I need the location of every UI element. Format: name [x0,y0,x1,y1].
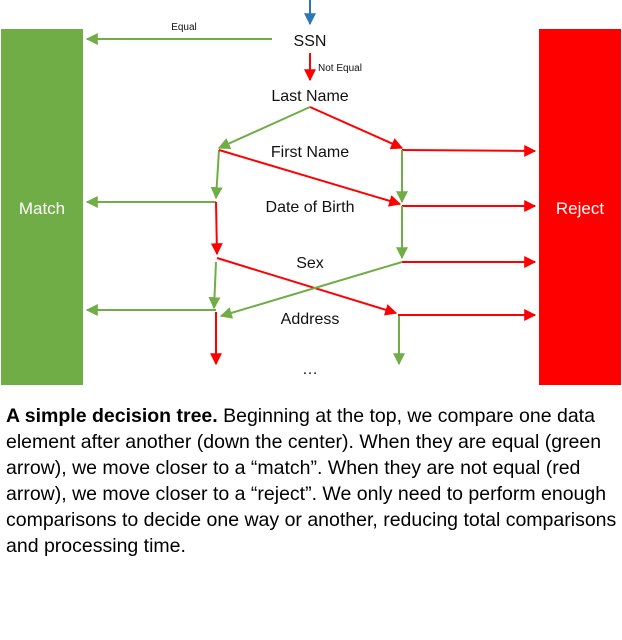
left-first-not-equal-arrow [218,149,402,207]
right-first-reject-arrow [401,144,537,157]
left-first-down-arrow [210,149,223,200]
decision-tree-diagram: Match Reject SSN Last Name First Name Da… [1,0,621,385]
left-sex-not-equal-arrow [216,257,398,316]
right-sex-cross-arrow [219,261,403,319]
last-name-not-equal-arrow [309,106,404,150]
reject-label: Reject [556,199,604,218]
node-last-name: Last Name [271,88,348,105]
left-dob-down-arrow [210,201,223,256]
node-ssn: SSN [294,33,327,50]
node-date-of-birth: Date of Birth [266,199,355,216]
node-address: Address [281,311,340,328]
equal-label: Equal [171,22,197,33]
node-first-name: First Name [271,144,349,161]
caption-text: Beginning at the top, we compare one dat… [6,405,617,557]
figure-caption: A simple decision tree. Beginning at the… [6,403,618,559]
node-sex: Sex [296,255,324,272]
match-box [1,29,83,385]
left-sex-down-arrow [208,261,221,310]
reject-box [539,29,621,385]
node-ellipsis: … [302,361,318,378]
last-name-equal-arrow [217,106,311,150]
not-equal-label: Not Equal [318,63,362,74]
caption-title: A simple decision tree. [6,405,218,427]
match-label: Match [19,199,65,218]
